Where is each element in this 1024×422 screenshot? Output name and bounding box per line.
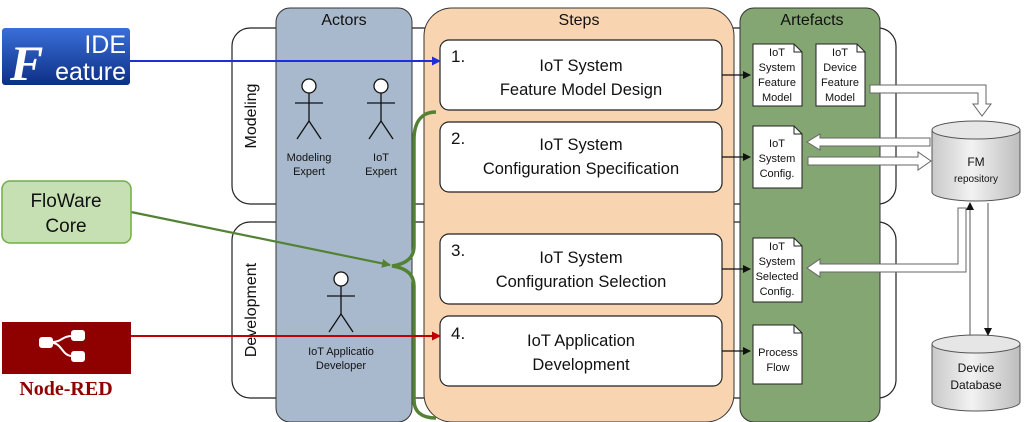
floware-core-line2: Core	[45, 216, 86, 237]
step-2-line2: Configuration Specification	[483, 160, 679, 178]
artefact-system-feature-model: IoT System Feature Model	[752, 43, 803, 107]
actor-iot-expert	[367, 78, 395, 140]
actor-iot-expert-line1: IoT	[373, 152, 389, 164]
artefact-device-feature-model: IoT Device Feature Model	[815, 43, 866, 107]
floware-brace	[391, 110, 437, 420]
artefact-3-line1: IoT	[769, 138, 785, 150]
node-red-flow-icon	[39, 330, 85, 362]
feature-ide-prefix: IDE	[84, 31, 126, 59]
actors-header: Actors	[321, 12, 366, 29]
actor-modeling-expert	[295, 78, 323, 140]
fm-repository-line2: repository	[954, 174, 998, 185]
device-database-line2: Database	[950, 378, 1002, 392]
block-arrow-repo-to-config	[806, 133, 931, 151]
artefact-1-line3: Feature	[758, 77, 796, 89]
artefact-process-flow: Process Flow	[752, 324, 803, 385]
actors-column	[275, 7, 413, 422]
node-red-name: Node-RED	[19, 378, 112, 400]
step-2-line1: IoT System	[539, 136, 622, 154]
actor-developer-line2: Developer	[316, 360, 366, 372]
block-arrow-repo-to-selected-config	[806, 207, 967, 278]
actor-iot-expert-line2: Expert	[365, 166, 397, 178]
step-2-box	[439, 121, 723, 193]
step-1-line1: IoT System	[539, 57, 622, 75]
artefact-4-line2: System	[759, 256, 796, 268]
development-label: Development	[243, 262, 260, 357]
artefact-1-line4: Model	[762, 92, 792, 104]
device-database-cylinder: Device Database	[931, 334, 1021, 412]
artefact-2-line4: Model	[825, 92, 855, 104]
step-3-number: 3.	[451, 241, 465, 260]
fm-repository-line1: FM	[967, 155, 984, 169]
step-4-line2: Development	[532, 356, 630, 374]
artefact-4-line3: Selected	[756, 271, 799, 283]
block-arrow-feature-models-to-repo	[869, 84, 992, 117]
artefact-3-line2: System	[759, 153, 796, 165]
actor-modeling-expert-line1: Modeling	[287, 152, 332, 164]
step-1-box	[439, 39, 723, 111]
artefact-4-line4: Config.	[760, 286, 795, 298]
feature-ide-name: eature	[55, 58, 126, 86]
artefact-1-line1: IoT	[769, 47, 785, 59]
step-4-line1: IoT Application	[527, 332, 635, 350]
floware-core-box: FloWare Core	[1, 180, 132, 244]
artefact-4-line1: IoT	[769, 241, 785, 253]
artefact-2-line1: IoT	[832, 47, 848, 59]
fm-repository-cylinder: FM repository	[931, 120, 1021, 202]
feature-ide-logo: F IDE eature	[2, 28, 130, 91]
step-3-line2: Configuration Selection	[496, 273, 667, 291]
actor-iot-application-developer	[327, 271, 355, 333]
artefact-5-line1: Process	[758, 347, 798, 359]
artefact-2-line2: Device	[823, 62, 857, 74]
arrow-floware-to-steps	[130, 210, 391, 268]
actor-developer-line1: IoT Applicatio	[308, 346, 374, 358]
step-4-number: 4.	[451, 324, 465, 343]
step-2-number: 2.	[451, 129, 465, 148]
step-3-box	[439, 233, 723, 305]
artefact-system-config: IoT System Config.	[752, 125, 803, 189]
feature-ide-f-mark: F	[9, 35, 43, 91]
artefacts-column	[739, 7, 881, 422]
step-1-number: 1.	[451, 47, 465, 66]
actor-modeling-expert-line2: Expert	[293, 166, 325, 178]
step-3-line1: IoT System	[539, 249, 622, 267]
artefact-3-line3: Config.	[760, 168, 795, 180]
device-database-line1: Device	[958, 361, 995, 375]
artefact-system-selected-config: IoT System Selected Config.	[752, 237, 803, 303]
floware-core-line1: FloWare	[30, 191, 101, 212]
step-1-line2: Feature Model Design	[500, 81, 662, 99]
artefact-1-line2: System	[759, 62, 796, 74]
artefact-2-line3: Feature	[821, 77, 859, 89]
steps-header: Steps	[559, 12, 600, 29]
node-red-logo: Node-RED	[2, 322, 131, 400]
step-4-box	[439, 315, 723, 387]
block-arrow-config-to-repo	[807, 151, 932, 171]
modeling-label: Modeling	[243, 84, 260, 149]
artefacts-header: Artefacts	[780, 12, 843, 29]
artefact-5-line2: Flow	[766, 362, 789, 374]
